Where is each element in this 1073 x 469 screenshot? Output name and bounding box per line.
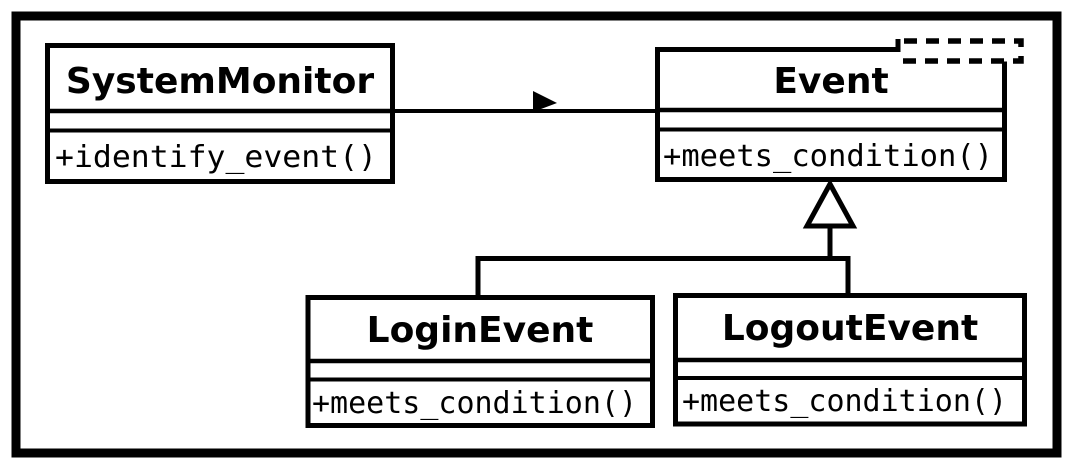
class-name: LogoutEvent [722,308,978,349]
class-box-systemmonitor: SystemMonitor +identify_event() [45,43,395,184]
class-box-background [657,49,1005,180]
class-box-loginevent: LoginEvent +meets_condition() [305,295,655,428]
class-box-event: Event +meets_condition() [655,38,1024,182]
class-name: LoginEvent [367,310,594,351]
inheritance-triangle-icon [802,178,858,229]
diagram-border [11,11,1062,458]
class-name: SystemMonitor [66,61,374,102]
class-method: +meets_condition() [312,386,637,421]
class-method: +meets_condition() [682,384,1007,419]
class-method: +meets_condition() [663,139,993,174]
class-box-frame [655,39,1007,182]
class-method: +identify_event() [55,140,377,175]
class-box-frame [45,43,395,184]
association-arrowhead-icon [533,91,557,112]
class-name: Event [773,61,888,102]
inheritance-connector-line [475,256,851,297]
class-box-logoutevent: LogoutEvent +meets_condition() [673,293,1027,427]
